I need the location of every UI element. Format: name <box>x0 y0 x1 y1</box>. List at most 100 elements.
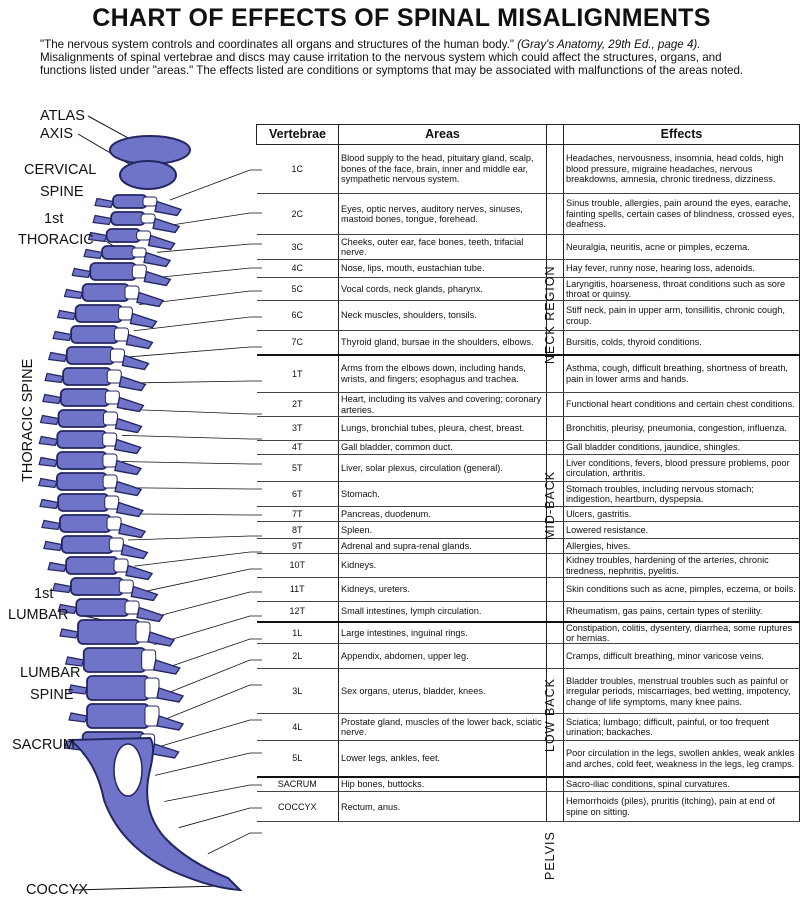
area-cell: Eyes, optic nerves, auditory nerves, sin… <box>338 193 547 235</box>
row-leader-line <box>127 535 262 541</box>
foramen-shape <box>131 264 147 279</box>
spinous-process <box>114 417 143 434</box>
transverse-process <box>59 628 79 639</box>
vertebra-cell: 2C <box>256 193 339 235</box>
vertebra-cell: 7T <box>256 506 339 522</box>
foramen-shape <box>117 306 133 321</box>
area-cell: Thyroid gland, bursae in the shoulders, … <box>338 330 547 355</box>
area-cell: Blood supply to the head, pituitary glan… <box>338 144 547 194</box>
region-cell <box>546 553 564 578</box>
vertebra-shape <box>59 514 112 533</box>
label-thoracic-spine: THORACIC SPINE <box>20 358 36 482</box>
vertebra-cell: 10T <box>256 553 339 578</box>
vertebra-shape <box>55 472 109 491</box>
region-cell <box>546 144 564 194</box>
effect-cell: Rheumatism, gas pains, certain types of … <box>563 601 800 622</box>
area-cell: Liver, solar plexus, circulation (genera… <box>338 454 547 482</box>
area-cell: Heart, including its valves and covering… <box>338 392 547 417</box>
region-cell <box>546 791 564 823</box>
spinous-process <box>136 291 165 308</box>
transverse-process <box>42 393 62 405</box>
vertebra-shape <box>65 556 119 575</box>
foramen-shape <box>124 600 140 615</box>
transverse-process <box>83 248 103 260</box>
vertebra-cell: 9T <box>256 538 339 554</box>
region-cell <box>546 234 564 260</box>
vertebra-shape <box>59 388 111 407</box>
transverse-process <box>39 414 60 426</box>
label-atlas: ATLAS <box>40 108 85 124</box>
vertebra-shape <box>81 283 130 302</box>
effect-cell: Sinus trouble, allergies, pain around th… <box>563 193 800 235</box>
effect-cell: Gall bladder conditions, jaundice, shing… <box>563 440 800 455</box>
vertebra-shape <box>56 430 108 449</box>
vertebra-shape <box>82 647 147 673</box>
effect-cell: Ulcers, gastritis. <box>563 506 800 522</box>
intro-body: Misalignments of spinal vertebrae and di… <box>40 51 744 77</box>
vertebra-cell: 5C <box>256 277 339 301</box>
vertebra-cell: 2T <box>256 392 339 417</box>
effect-cell: Constipation, colitis, dysentery, diarrh… <box>563 620 800 645</box>
transverse-process <box>38 477 58 489</box>
spinous-process <box>156 687 185 703</box>
vertebra-cell: 7C <box>256 330 339 355</box>
vertebra-cell: COCCYX <box>256 791 339 823</box>
foramen-shape <box>108 537 124 552</box>
effect-cell: Hemorrhoids (piles), pruritis (itching),… <box>563 791 800 823</box>
spinous-process <box>114 480 143 497</box>
row-leader-line <box>169 169 262 201</box>
area-cell: Large intestines, inguinal rings. <box>338 620 547 645</box>
row-leader-line <box>147 267 262 279</box>
foramen-shape <box>106 369 122 384</box>
intro-citation: (Gray's Anatomy, 29th Ed., page 4). <box>517 38 701 51</box>
area-cell: Adrenal and supra-renal glands. <box>338 538 547 554</box>
vertebra-cell: 4C <box>256 259 339 278</box>
transverse-process <box>68 712 88 723</box>
spinous-process <box>152 217 181 234</box>
row-leader-line <box>164 212 262 227</box>
transverse-process <box>87 231 108 243</box>
transverse-process <box>44 372 64 384</box>
effect-cell: Sacro-iliac conditions, spinal curvature… <box>563 775 800 793</box>
vertebra-cell: 2L <box>256 643 339 670</box>
foramen-shape <box>113 327 129 342</box>
effect-cell: Functional heart conditions and certain … <box>563 392 800 417</box>
vertebra-cell: 4L <box>256 713 339 742</box>
spinous-process <box>121 354 150 371</box>
effect-cell: Cramps, difficult breathing, minor varic… <box>563 643 800 670</box>
area-cell: Lungs, bronchial tubes, pleura, chest, b… <box>338 416 547 441</box>
foramen-shape <box>109 348 125 363</box>
foramen-shape <box>106 516 122 531</box>
vertebra-cell: 1L <box>256 620 339 645</box>
row-leader-line <box>121 434 262 440</box>
header-effects: Effects <box>563 124 800 145</box>
foramen-shape <box>102 453 118 468</box>
vertebra-shape <box>77 619 141 645</box>
region-cell <box>546 643 564 670</box>
spinous-process <box>120 543 149 560</box>
vertebra-shape <box>56 451 108 470</box>
label-cervical: CERVICAL <box>24 162 97 178</box>
spinous-process <box>147 631 176 647</box>
row-leader-line <box>122 487 262 490</box>
vertebra-cell: 3T <box>256 416 339 441</box>
row-leader-line <box>207 832 262 855</box>
transverse-process <box>38 435 59 447</box>
transverse-process <box>52 330 72 342</box>
effect-cell: Stomach troubles, including nervous stom… <box>563 481 800 507</box>
spinous-process <box>143 270 172 287</box>
